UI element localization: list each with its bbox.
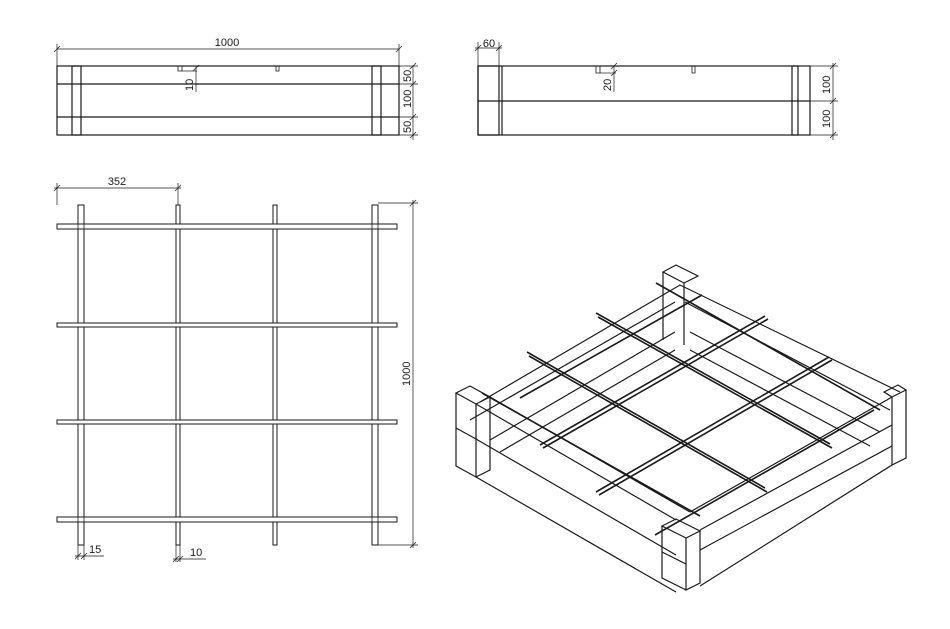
iso-post-front-face xyxy=(661,526,687,591)
dimension-tick xyxy=(53,45,61,53)
isometric-view xyxy=(454,264,908,593)
side-view-post-left xyxy=(477,65,500,136)
dimension-tick xyxy=(829,62,837,70)
plan-bar-horizontal xyxy=(56,516,398,523)
iso-rod xyxy=(519,294,703,399)
iso-rod xyxy=(481,392,701,517)
iso-post-right-face xyxy=(891,390,907,466)
dimension-tick xyxy=(74,552,82,560)
dimension-tick xyxy=(409,131,417,139)
iso-rod xyxy=(654,409,875,536)
plan-bar-horizontal xyxy=(56,322,398,328)
iso-rod xyxy=(595,312,831,445)
iso-post-left-side xyxy=(475,397,491,478)
dimension-tick xyxy=(192,64,200,72)
plan-post-left xyxy=(77,204,85,546)
iso-front-right-top xyxy=(689,396,893,513)
iso-rod xyxy=(598,359,833,496)
side-view-post-right xyxy=(791,65,799,136)
dimension-tick xyxy=(474,44,482,52)
iso-rod xyxy=(655,282,881,411)
iso-front-left-top xyxy=(475,403,677,521)
side-view: 60 20 100 100 xyxy=(474,38,838,140)
front-view-post-right xyxy=(371,65,382,136)
dimension-tick xyxy=(395,45,403,53)
iso-front-right-bottom xyxy=(699,464,893,587)
dimension-tick xyxy=(174,184,182,192)
iso-post-back-top xyxy=(661,264,700,284)
iso-rod xyxy=(526,351,766,489)
front-view-outline xyxy=(56,65,400,136)
dimension-tick xyxy=(829,131,837,139)
iso-rods-b xyxy=(481,282,881,517)
plan-height-label: 1000 xyxy=(401,362,413,386)
iso-front-left-bottom xyxy=(475,476,677,593)
plan-spacing-label: 352 xyxy=(108,176,126,188)
front-view-post-left xyxy=(71,65,82,136)
iso-post-left-face xyxy=(455,393,477,479)
dimension-tick xyxy=(409,80,417,88)
dimension-tick xyxy=(495,44,503,52)
side-view-slot xyxy=(595,66,601,74)
dimension-tick xyxy=(409,199,417,207)
iso-wall-inner-edge xyxy=(684,301,891,411)
side-view-slot xyxy=(691,66,696,74)
iso-rod xyxy=(542,318,769,449)
plan-view: 352 1000 15 10 xyxy=(53,176,418,563)
plan-rod-label: 10 xyxy=(190,547,202,559)
plan-rod-vertical xyxy=(272,204,278,546)
iso-post-front-seam xyxy=(661,551,687,565)
dimension-tick xyxy=(172,555,180,563)
iso-front-right-seam xyxy=(699,445,893,551)
plan-bar-label: 15 xyxy=(89,544,101,556)
iso-rod xyxy=(597,316,833,449)
iso-post-front-side xyxy=(685,531,701,591)
dimension-tick xyxy=(176,555,184,563)
plan-bar-horizontal xyxy=(56,419,398,425)
front-bottom-label: 50 xyxy=(402,121,414,133)
front-view: 1000 10 50 100 50 xyxy=(53,37,418,140)
front-width-label: 1000 xyxy=(215,37,239,49)
dimension-tick xyxy=(80,552,88,560)
iso-rod xyxy=(595,356,830,493)
iso-rods-a xyxy=(519,294,875,536)
plan-crossings xyxy=(77,224,379,522)
front-top-label: 50 xyxy=(402,70,414,82)
dimension-tick xyxy=(409,113,417,121)
dimension-tick xyxy=(409,62,417,70)
plan-bar-horizontal xyxy=(56,223,398,230)
front-view-slot xyxy=(177,66,183,72)
plan-post-right xyxy=(371,204,379,546)
front-mid-label: 100 xyxy=(402,90,414,108)
front-view-slot xyxy=(275,66,280,72)
iso-wall-inner-edge xyxy=(469,301,676,421)
iso-front-right-seam xyxy=(699,424,893,531)
side-thickness-label: 60 xyxy=(483,38,495,50)
iso-post-right-top xyxy=(882,384,908,398)
side-lower-label: 100 xyxy=(821,110,833,128)
dimension-tick xyxy=(610,62,618,70)
iso-front-left-seam xyxy=(475,438,677,556)
side-slot-label: 20 xyxy=(602,79,614,91)
dimension-tick xyxy=(829,97,837,105)
dimension-tick xyxy=(409,541,417,549)
iso-wall-board-seam xyxy=(499,349,676,453)
iso-rod xyxy=(528,355,768,493)
side-upper-label: 100 xyxy=(821,76,833,94)
plan-rod-vertical xyxy=(175,204,181,546)
front-slot-label: 10 xyxy=(184,79,196,91)
iso-post-left-seam xyxy=(455,427,477,440)
dimension-tick xyxy=(610,69,618,77)
iso-rod xyxy=(539,315,766,446)
dimension-tick xyxy=(53,184,61,192)
